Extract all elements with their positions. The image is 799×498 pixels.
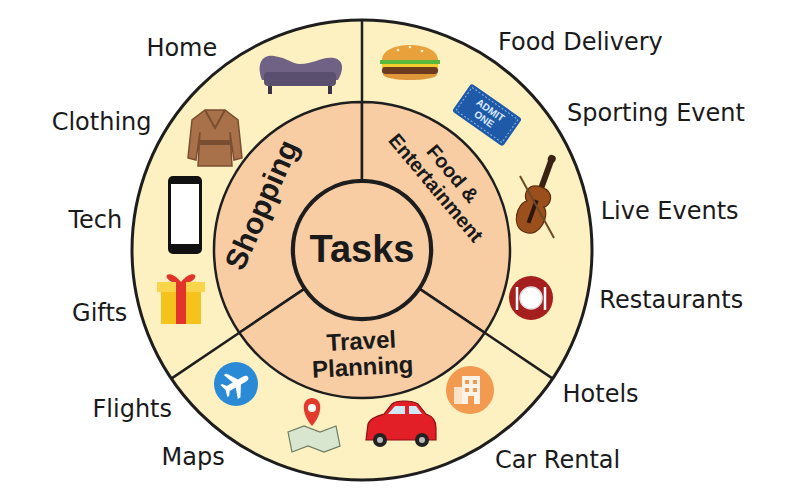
- outer-ring: [132, 20, 592, 480]
- map-pin: [304, 398, 321, 426]
- item-label: Clothing: [52, 108, 152, 137]
- plane-icon: [214, 362, 258, 406]
- node-text-group: Travel Planning: [299, 325, 426, 383]
- map-icon: [288, 398, 340, 452]
- item-label: Flights: [93, 395, 173, 424]
- violin-scroll: [547, 154, 557, 164]
- car-hub: [419, 437, 425, 443]
- item-label: Gifts: [72, 299, 127, 328]
- item-label: Live Events: [601, 197, 739, 226]
- item-label: Food Delivery: [498, 28, 663, 57]
- ticket-border: [456, 87, 518, 142]
- ring-divider: [361, 20, 364, 102]
- ticket-icon: [452, 83, 522, 146]
- violin-fingerboard: [527, 200, 539, 224]
- phone-body: [168, 176, 202, 254]
- coat-body: [188, 110, 242, 166]
- violin-bow: [520, 176, 554, 238]
- segment-outline: [239, 289, 484, 398]
- hotel-window: [473, 388, 477, 392]
- fork: [516, 287, 519, 310]
- hotel-door: [468, 396, 474, 404]
- node-title: Travel Planning: [299, 325, 426, 383]
- car-icon: [366, 401, 436, 447]
- hotel-window: [473, 380, 477, 384]
- restaurant-disc: [509, 276, 553, 320]
- restaurant-icon: [509, 276, 553, 320]
- sesame: [421, 50, 424, 53]
- car-wheel: [373, 433, 387, 447]
- gift-ribbon: [176, 282, 186, 324]
- sofa-seat: [264, 72, 336, 86]
- sofa-leg: [328, 86, 332, 94]
- item-label: Car Rental: [495, 446, 620, 475]
- burger-lettuce: [380, 60, 440, 64]
- knife: [544, 287, 547, 310]
- item-label: Hotels: [563, 380, 639, 409]
- sofa-leg: [268, 86, 272, 94]
- plane-shape: [217, 365, 255, 403]
- ring-divider: [485, 333, 553, 379]
- hotel-disc: [446, 366, 494, 414]
- sesame: [409, 46, 412, 49]
- phone-screen: [171, 184, 199, 244]
- hotel-building: [462, 376, 480, 404]
- item-label: Maps: [162, 443, 225, 472]
- plane-disc: [214, 362, 258, 406]
- burger-icon: [380, 45, 440, 80]
- sofa-icon: [260, 56, 342, 94]
- burger-bun: [383, 74, 437, 80]
- coat-belt: [199, 140, 231, 145]
- node-text-group: Tasks: [310, 229, 415, 270]
- item-label: Home: [146, 34, 217, 63]
- pin-dot: [308, 404, 316, 412]
- coat-collar: [205, 110, 225, 128]
- car-window: [409, 406, 422, 414]
- car-window: [388, 406, 405, 414]
- phone-icon: [168, 176, 202, 254]
- segment-outline: [362, 102, 510, 333]
- plate: [520, 287, 542, 309]
- car-wheel: [415, 433, 429, 447]
- car-hub: [377, 437, 383, 443]
- folded-map: [288, 426, 340, 452]
- item-label: Tech: [69, 206, 123, 235]
- node-title: Tasks: [310, 229, 415, 270]
- hotel-icon: [446, 366, 494, 414]
- item-label: Restaurants: [599, 286, 743, 315]
- hotel-annex: [454, 387, 462, 404]
- burger-bun: [382, 45, 438, 60]
- sesame: [397, 49, 400, 52]
- coat-icon: [188, 110, 242, 166]
- hotel-window: [465, 380, 469, 384]
- item-label: Sporting Event: [567, 99, 745, 128]
- gift-icon: [157, 274, 205, 324]
- gift-bow: [167, 274, 196, 282]
- violin-icon: [512, 150, 567, 238]
- burger-patty: [382, 67, 438, 74]
- ticket-body: [452, 83, 522, 146]
- hotel-window: [465, 388, 469, 392]
- segment-outline: [214, 102, 362, 333]
